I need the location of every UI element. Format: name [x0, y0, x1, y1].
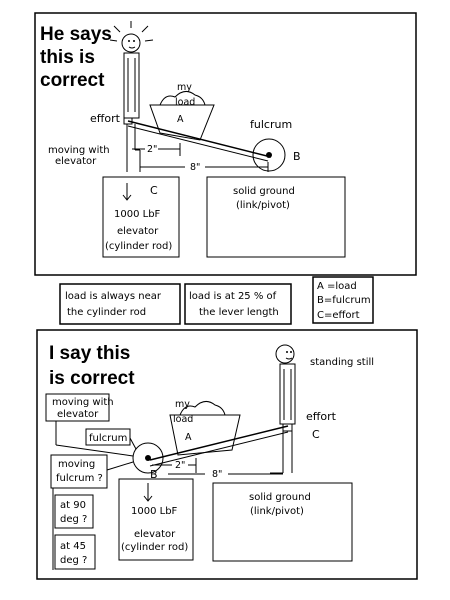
elevator-rod-bottom: (cylinder rod) — [121, 542, 188, 553]
load-label-top-a: A — [177, 114, 184, 125]
deg45-line2: deg ? — [60, 555, 87, 566]
dim-2-bottom: 2" — [175, 460, 185, 471]
load-bin-top — [149, 104, 215, 141]
moving-label-top-2: elevator — [55, 156, 97, 167]
note-load-25pct — [184, 283, 292, 325]
load-label-top-my: my — [177, 82, 192, 93]
elevator-force-top: 1000 LbF — [114, 209, 161, 220]
top-title-line2: this is — [40, 47, 95, 68]
legend-b: B=fulcrum — [317, 295, 371, 306]
fulcrum-letter-top: B — [293, 150, 301, 163]
fulcrum-wheel-top — [252, 138, 286, 172]
dim-8-top: 8" — [190, 162, 200, 173]
moving-with-elevator-box — [45, 393, 110, 422]
ground-label-top-2: (link/pivot) — [236, 200, 290, 211]
ground-box-bottom — [212, 482, 353, 562]
note2-line2: the lever length — [199, 307, 279, 318]
elevator-force-bottom: 1000 LbF — [131, 506, 178, 517]
elevator-box-top — [102, 176, 180, 258]
fulcrum-box — [85, 428, 131, 446]
moving-fulcrum-line1: moving — [58, 459, 95, 470]
dim-8-bottom: 8" — [212, 469, 222, 480]
dim-2-top: 2" — [147, 144, 157, 155]
note2-line1: load is at 25 % of — [189, 291, 277, 302]
fulcrum-label-top: fulcrum — [250, 118, 292, 131]
note-load-near-rod — [59, 283, 181, 325]
load-label-bottom-load: load — [173, 414, 193, 425]
elevator-c-top: C — [150, 184, 158, 197]
deg45-line1: at 45 — [60, 541, 86, 552]
ground-label-bottom-1: solid ground — [249, 492, 311, 503]
load-bin-bottom — [169, 414, 241, 456]
bottom-title-line2: is correct — [49, 368, 135, 389]
moving-box-line2: elevator — [57, 409, 99, 420]
elevator-rod-top: (cylinder rod) — [105, 241, 172, 252]
moving-fulcrum-line2: fulcrum ? — [56, 473, 103, 484]
legend-box — [312, 276, 374, 324]
deg90-line2: deg ? — [60, 514, 87, 525]
ground-label-bottom-2: (link/pivot) — [250, 506, 304, 517]
effort-c-bottom: C — [312, 428, 320, 441]
fulcrum-wheel-bottom — [132, 442, 164, 474]
top-title-line1: He says — [40, 24, 112, 45]
moving-fulcrum-box — [50, 454, 108, 489]
fulcrum-letter-bottom: B — [150, 468, 158, 481]
legend-c: C=effort — [317, 310, 360, 321]
ground-box-top — [206, 176, 346, 258]
person-figure-top — [109, 21, 154, 172]
person-figure-bottom — [270, 344, 296, 474]
load-label-top-load: load — [175, 97, 195, 108]
moving-label-top-1: moving with — [48, 145, 110, 156]
note1-line2: the cylinder rod — [67, 307, 146, 318]
elevator-label-bottom: elevator — [134, 529, 176, 540]
bottom-title-line1: I say this — [49, 343, 130, 364]
moving-box-line1: moving with — [52, 397, 114, 408]
at-90-deg-box — [54, 494, 94, 529]
deg90-line1: at 90 — [60, 500, 86, 511]
standing-still-label: standing still — [310, 357, 374, 368]
effort-label-top: effort — [90, 112, 121, 125]
legend-a: A =load — [317, 281, 357, 292]
top-title-line3: correct — [40, 70, 105, 91]
ground-label-top-1: solid ground — [233, 186, 295, 197]
effort-label-bottom: effort — [306, 410, 337, 423]
top-panel — [34, 12, 417, 276]
elevator-label-top: elevator — [117, 226, 159, 237]
load-label-bottom-my: my — [175, 399, 190, 410]
fulcrum-box-label: fulcrum — [89, 433, 127, 444]
at-45-deg-box — [54, 534, 96, 570]
load-label-bottom-a: A — [185, 432, 192, 443]
lever-bottom — [149, 425, 289, 461]
lever-top — [127, 120, 272, 158]
note1-line1: load is always near — [65, 291, 162, 302]
elevator-box-bottom — [118, 478, 194, 561]
